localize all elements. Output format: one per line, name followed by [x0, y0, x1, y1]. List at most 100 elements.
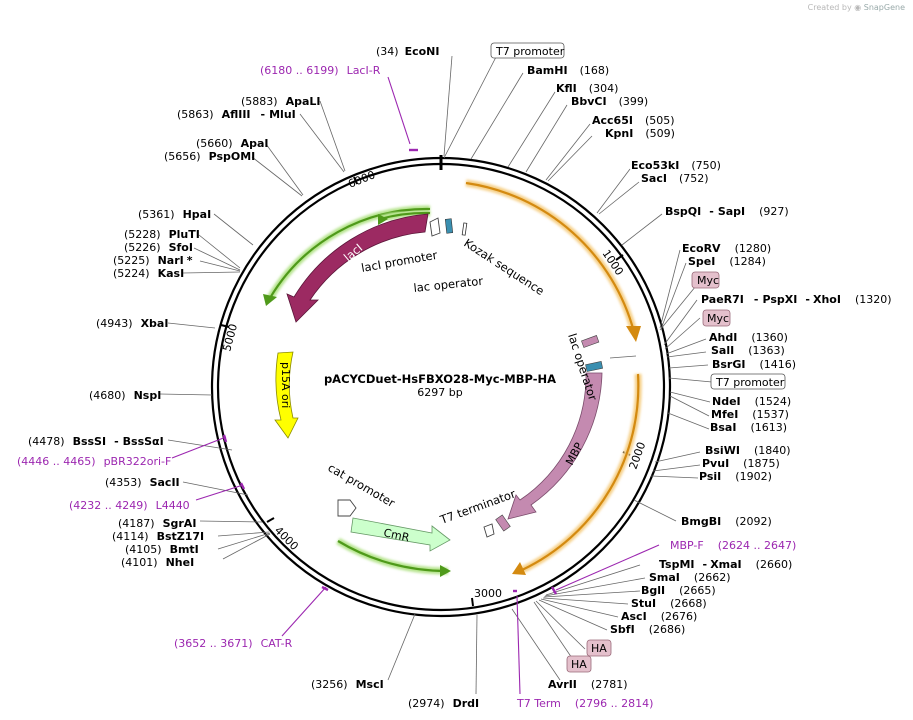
site-NdeI: NdeI(1524)	[712, 395, 791, 408]
site-pos: (1280)	[735, 242, 772, 255]
site-DrdI: (2974)DrdI	[408, 697, 479, 710]
box-t7-promoter-2-label: T7 promoter	[715, 376, 785, 389]
site-name: EcoNI	[405, 45, 440, 58]
primer-L4440: (4232 .. 4249)L4440	[69, 499, 190, 512]
site-pos: (1524)	[755, 395, 792, 408]
credit-prefix: Created by	[807, 3, 852, 12]
site-pos: (752)	[679, 172, 709, 185]
site-pos: (2665)	[679, 584, 716, 597]
site-sep: -	[754, 293, 759, 306]
primer-name: pBR322ori-F	[104, 455, 172, 468]
primer-pBR322ori-F: (4446 .. 4465)pBR322ori-F	[17, 455, 171, 468]
site-MscI: (3256)MscI	[311, 678, 384, 691]
site-name: BsrGI	[712, 358, 745, 371]
site-TspMI: TspMI-XmaI(2660)	[659, 558, 792, 571]
site-pos: (4187)	[118, 517, 155, 530]
site-sep-2: -	[805, 293, 809, 306]
site-SacII: (4353)SacII	[105, 476, 180, 489]
site-ApaI: (5660)ApaI	[196, 137, 268, 150]
primer-pos: (6180 .. 6199)	[260, 64, 339, 77]
restriction-site-labels: (34) EcoNI BamHI(168) KflI(304) BbvCI(399…	[28, 45, 892, 710]
site-BamHI: BamHI(168)	[527, 64, 609, 77]
primer-name: L4440	[156, 499, 190, 512]
credit-brand: SnapGene	[863, 3, 905, 12]
site-name: PaeR7I	[701, 293, 744, 306]
site-name: AhdI	[709, 331, 737, 344]
feature-label-lacI-promoter: lacI promoter	[360, 248, 439, 275]
site-pos: (34)	[376, 45, 399, 58]
site-name-2: XmaI	[710, 558, 741, 571]
site-name: HpaI	[183, 208, 212, 221]
site-name: XbaI	[141, 317, 169, 330]
feature-label-lac-operator: lac operator	[413, 274, 484, 295]
site-SbfI: SbfI(2686)	[610, 623, 685, 636]
site-pos: (2660)	[756, 558, 793, 571]
site-pos: (509)	[645, 127, 675, 140]
tag-ha-2	[566, 655, 592, 673]
site-pos: (1416)	[759, 358, 796, 371]
primer-CAT-R: (3652 .. 3671)CAT-R	[174, 637, 293, 650]
site-name-2: MluI	[269, 108, 296, 121]
primer-pos: (2624 .. 2647)	[718, 539, 797, 552]
site-HpaI: (5361)HpaI	[138, 208, 211, 221]
site-NspI: (4680)NspI	[89, 389, 161, 402]
orf-arrow-upper	[465, 179, 641, 342]
tick-5000	[220, 324, 230, 328]
primer-pos: (3652 .. 3671)	[174, 637, 253, 650]
site-pos: (4105)	[125, 543, 162, 556]
site-pos: (1360)	[751, 331, 788, 344]
site-AhdI: AhdI (1360)	[709, 331, 788, 344]
site-AscI: AscI (2676)	[621, 610, 697, 623]
site-name: NarI	[158, 254, 184, 267]
site-pos: (1320)	[855, 293, 892, 306]
snapgene-credit: Created by ◉ SnapGene	[808, 3, 905, 12]
primer-name: LacI-R	[347, 64, 381, 77]
primer-MBP-F: MBP-F(2624 .. 2647)	[670, 539, 796, 552]
site-name: BmgBI	[681, 515, 721, 528]
site-pos: (399)	[619, 95, 649, 108]
feature-lacI	[286, 213, 429, 323]
site-star: *	[187, 254, 193, 267]
site-name: KasI	[158, 267, 185, 280]
site-pos: (2781)	[591, 678, 628, 691]
site-SfoI: (5226)SfoI	[124, 241, 193, 254]
site-pos: (750)	[691, 159, 721, 172]
site-EcoRV: EcoRV(1280)	[682, 242, 771, 255]
myc-tag-glyph	[581, 335, 600, 348]
site-KflI: KflI(304)	[556, 82, 618, 95]
site-name: AscI	[621, 610, 647, 623]
site-name: PluTI	[169, 228, 200, 241]
cat-promoter-glyph	[337, 499, 357, 517]
site-sep: -	[703, 558, 707, 571]
site-name: PsiI	[699, 470, 721, 483]
site-pos: (5883)	[241, 95, 278, 108]
tick-label-5000: 5000	[220, 322, 240, 352]
box-t7-promoter-1-label: T7 promoter	[495, 45, 565, 58]
orf-arrow-lower	[512, 373, 642, 575]
site-BssSI: (4478)BssSI-BssSαI	[28, 435, 164, 448]
site-sep: -	[709, 205, 714, 218]
site-name: SacII	[150, 476, 180, 489]
site-XbaI: (4943)XbaI	[96, 317, 168, 330]
site-SmaI: SmaI(2662)	[649, 571, 730, 584]
site-SalI: SalI(1363)	[711, 344, 785, 357]
site-MfeI: MfeI(1537)	[711, 408, 789, 421]
site-pos: (1902)	[735, 470, 772, 483]
site-pos: (1840)	[754, 444, 791, 457]
tick-3000	[471, 597, 474, 607]
site-name: MfeI	[711, 408, 738, 421]
feature-label-cat-promoter: cat promoter	[326, 460, 398, 510]
site-pos: (3256)	[311, 678, 348, 691]
site-Eco53kI: Eco53kI(750)	[631, 159, 721, 172]
orf-arrow-lacI-2	[378, 209, 431, 225]
site-pos: (2974)	[408, 697, 445, 710]
site-pos: (505)	[645, 114, 675, 127]
tick-4000	[266, 517, 275, 523]
site-pos: (2676)	[661, 610, 698, 623]
site-EcoNI: (34) EcoNI	[376, 45, 439, 58]
site-name: SalI	[711, 344, 734, 357]
site-BbvCI: BbvCI(399)	[571, 95, 648, 108]
site-name-2: PspXI	[762, 293, 797, 306]
site-pos: (927)	[759, 205, 789, 218]
